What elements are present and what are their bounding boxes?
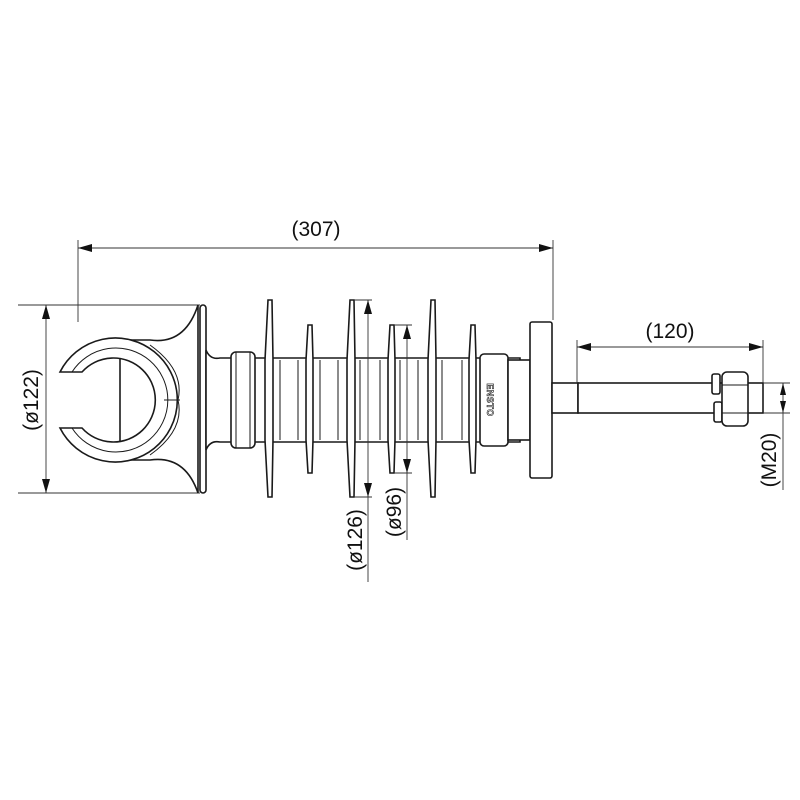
dimension-overall-length-label: (307) <box>291 218 340 241</box>
dimension-thread <box>763 382 790 490</box>
sheds <box>264 299 477 498</box>
shed-small <box>305 324 314 474</box>
dimension-clamp-diameter <box>18 304 200 494</box>
shed-large <box>427 299 437 498</box>
dimension-shed-small <box>394 324 412 540</box>
dimension-overall-length <box>77 240 554 322</box>
shed-small <box>468 324 477 474</box>
shed-small <box>387 324 396 474</box>
shed-large <box>346 299 356 498</box>
brand-mark: ENSTO <box>485 383 495 416</box>
dimension-clamp-diameter-label: (ø122) <box>20 369 43 431</box>
dimension-rod-length <box>576 340 764 383</box>
dimension-shed-large <box>354 299 372 582</box>
shed-large <box>264 299 274 498</box>
threaded-rod <box>551 371 764 427</box>
dimension-rod-length-label: (120) <box>645 320 694 343</box>
end-fitting <box>479 321 553 479</box>
dimension-thread-label: (M20) <box>758 433 781 488</box>
insulator-core <box>205 349 521 451</box>
dimension-shed-small-label: (ø96) <box>383 487 406 537</box>
conductor-clamp <box>58 304 207 494</box>
dimension-shed-large-label: (ø126) <box>344 509 367 571</box>
